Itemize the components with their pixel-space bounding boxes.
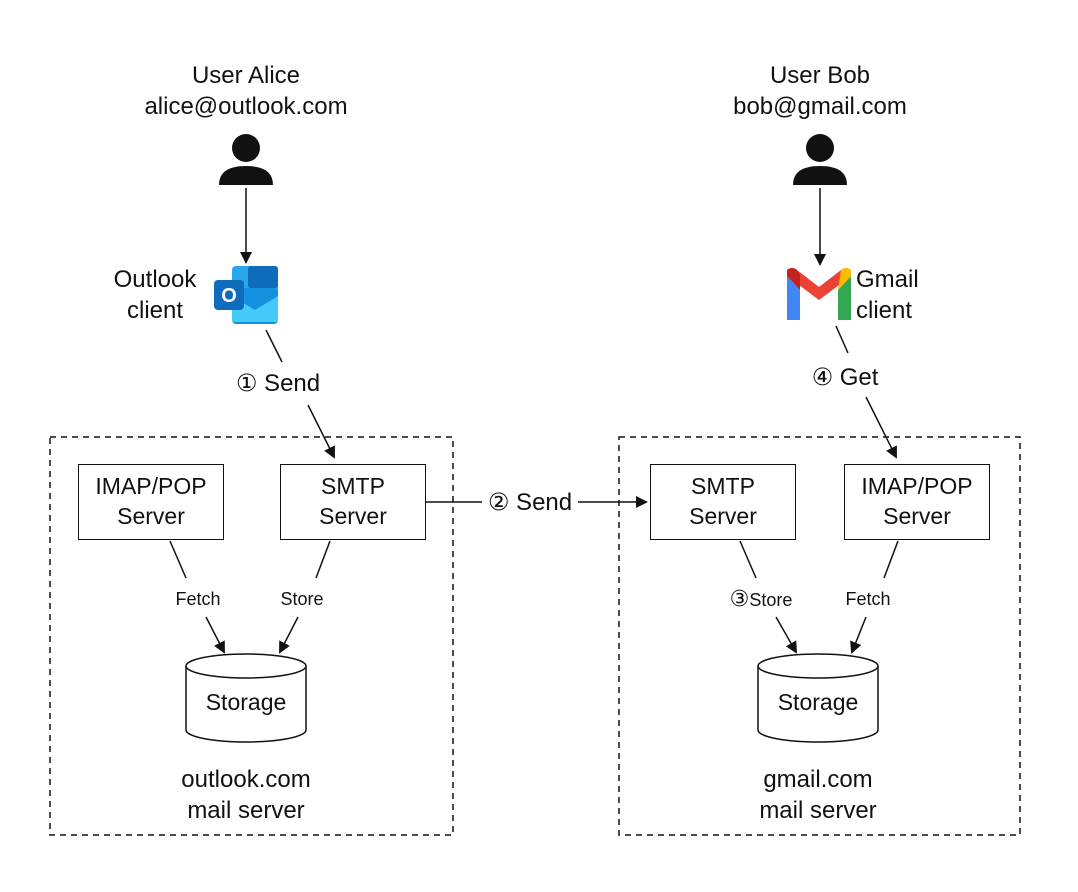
outlook-storage-label: Storage — [205, 689, 287, 715]
outlook-store-label: Store — [280, 589, 324, 609]
arrow-gmail-to-imap-b — [865, 396, 897, 459]
bob-email: bob@gmail.com — [733, 93, 907, 121]
alice-name: User Alice — [191, 62, 301, 89]
outlook-imap-pop-server: IMAP/POP Server — [78, 464, 224, 540]
gmail-storage-label: Storage — [777, 689, 859, 715]
gmail-server-name: gmail.com mail server — [759, 766, 877, 825]
gmail-smtp-server: SMTP Server — [650, 464, 796, 540]
outlook-client-label: Outlook client — [113, 266, 197, 325]
arrow-outlook-to-smtp-b — [307, 404, 335, 459]
outlook-fetch-label: Fetch — [175, 589, 221, 609]
gmail-client-label: Gmail client — [856, 266, 919, 325]
alice-email: alice@outlook.com — [144, 93, 348, 121]
step-1-send: ① Send — [235, 370, 321, 397]
bob-name: User Bob — [769, 62, 871, 89]
gmail-storage-cylinder — [757, 653, 879, 743]
alice-label: User Alice alice@outlook.com — [126, 60, 366, 122]
arrow-gmail-to-imap-a — [835, 325, 849, 354]
gmail-fetch-label: Fetch — [845, 589, 891, 609]
gmail-icon — [787, 268, 851, 320]
outlook-server-name: outlook.com mail server — [181, 766, 311, 825]
alice-person-icon — [219, 134, 273, 185]
svg-text:O: O — [221, 285, 237, 307]
gmail-server-frame — [618, 436, 1021, 836]
gmail-imap-pop-server: IMAP/POP Server — [844, 464, 990, 540]
step-4-get: ④ Get — [811, 364, 879, 391]
bob-person-icon — [793, 134, 847, 185]
outlook-storage-cylinder — [185, 653, 307, 743]
arrow-outlook-to-smtp-a — [265, 329, 283, 363]
bob-label: User Bob bob@gmail.com — [700, 60, 940, 122]
outlook-server-frame — [49, 436, 454, 836]
outlook-icon: O — [214, 266, 278, 324]
outlook-smtp-server: SMTP Server — [280, 464, 426, 540]
step-2-send: ② Send — [487, 489, 573, 516]
step-3-marker: ③ — [729, 586, 750, 611]
gmail-store-label: ③Store — [729, 586, 793, 611]
